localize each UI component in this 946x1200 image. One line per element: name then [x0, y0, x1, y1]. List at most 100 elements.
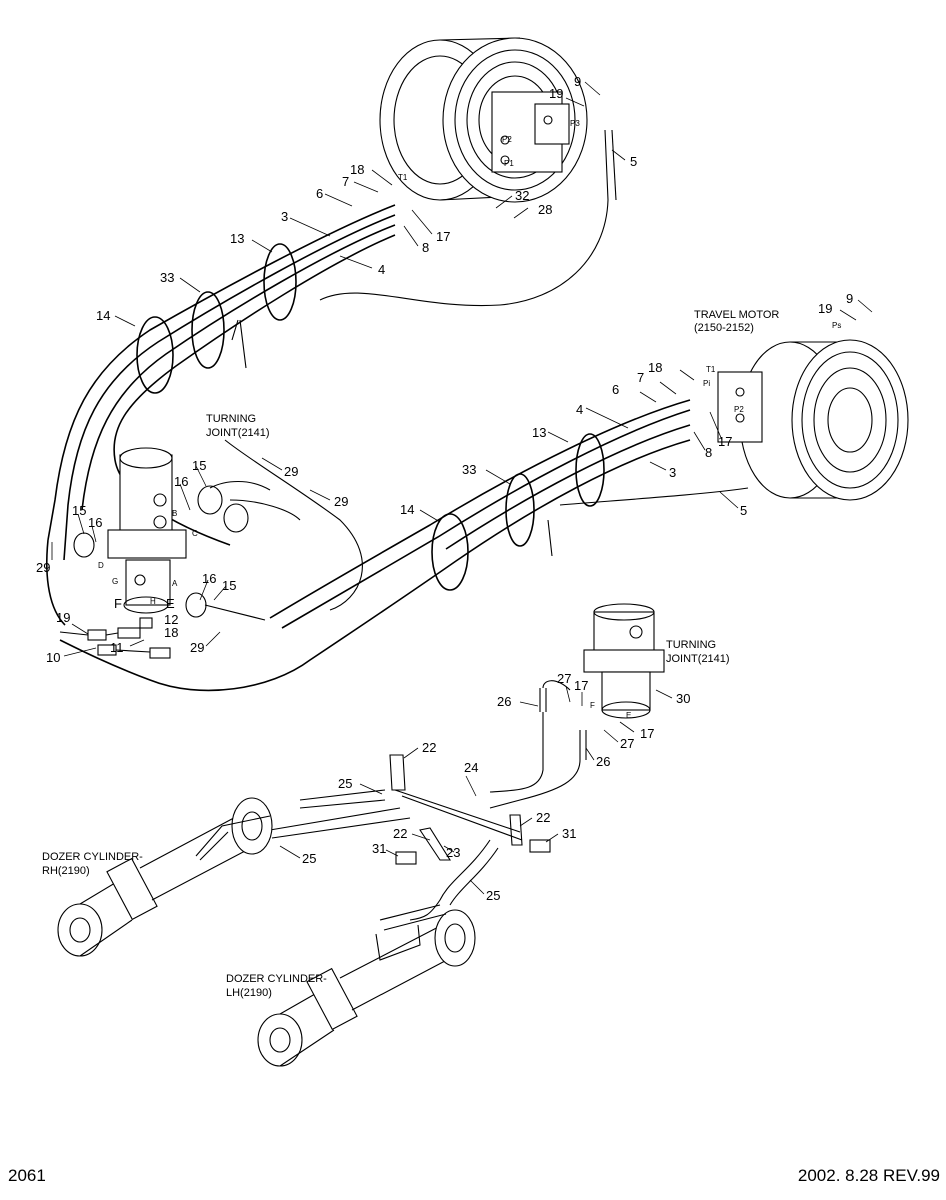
- travel-motor-title-2: (2150-2152): [694, 322, 754, 334]
- callout-27-b: 27: [620, 736, 634, 751]
- callout-29-d: 29: [190, 640, 204, 655]
- callout-29-a: 29: [284, 464, 298, 479]
- turning-joint-left-title-1: TURNING: [206, 413, 256, 425]
- port-e-small: E: [626, 711, 631, 720]
- callout-port-f: F: [114, 596, 122, 611]
- callout-25-c: 25: [486, 888, 500, 903]
- manifold-fittings-left: [59, 617, 171, 659]
- port-p2-top: P2: [502, 135, 512, 144]
- port-p1-top: P1: [504, 159, 514, 168]
- callout-26-a: 26: [497, 694, 511, 709]
- callout-28: 28: [538, 202, 552, 217]
- callout-13-right: 13: [532, 425, 546, 440]
- port-c: C: [192, 529, 198, 538]
- dozer-distribution-pipes: [269, 754, 551, 921]
- callout-13: 13: [230, 231, 244, 246]
- callout-15-c: 15: [222, 578, 236, 593]
- assembly-titles: TRAVEL MOTOR (2150-2152) TURNING JOINT(2…: [42, 309, 779, 999]
- callout-12: 12: [164, 612, 178, 627]
- travel-motor-title-1: TRAVEL MOTOR: [694, 309, 779, 321]
- callout-7: 7: [342, 174, 349, 189]
- port-d: D: [98, 561, 104, 570]
- turning-joint-dozer: [489, 603, 665, 809]
- callout-14-mid: 14: [400, 502, 414, 517]
- callout-17: 17: [436, 229, 450, 244]
- hose-clamps-upper: [136, 243, 297, 394]
- port-pi-right: Pi: [703, 379, 710, 388]
- callout-11: 11: [110, 640, 124, 655]
- callout-29-c: 29: [36, 560, 50, 575]
- page-number: 2061: [8, 1166, 46, 1185]
- callout-9: 9: [574, 74, 581, 89]
- callout-17-right: 17: [718, 434, 732, 449]
- callout-33: 33: [160, 270, 174, 285]
- port-a: A: [172, 579, 178, 588]
- dozer-rh-title-2: RH(2190): [42, 865, 90, 877]
- dozer-cylinder-lh: [257, 904, 476, 1067]
- callout-19-b: 19: [56, 610, 70, 625]
- callout-8-right: 8: [705, 445, 712, 460]
- dozer-lh-title-1: DOZER CYLINDER-: [226, 973, 327, 985]
- callout-6-right: 6: [612, 382, 619, 397]
- dozer-cylinder-rh: [57, 797, 273, 957]
- callout-19-right: 19: [818, 301, 832, 316]
- callout-3: 3: [281, 209, 288, 224]
- hose-bundle-lower: [59, 399, 749, 692]
- callout-32: 32: [515, 188, 529, 203]
- callout-19: 19: [549, 86, 563, 101]
- callout-16-b: 16: [88, 515, 102, 530]
- callout-10: 10: [46, 650, 60, 665]
- port-ps-right: Ps: [832, 321, 841, 330]
- callout-14: 14: [96, 308, 110, 323]
- callout-15-b: 15: [72, 503, 86, 518]
- callout-31-a: 31: [372, 841, 386, 856]
- port-p2-right: P2: [734, 405, 744, 414]
- callout-18-right: 18: [648, 360, 662, 375]
- turning-joint-right-title-2: JOINT(2141): [666, 653, 730, 665]
- callout-5-right: 5: [740, 503, 747, 518]
- callout-17-a: 17: [574, 678, 588, 693]
- callout-22-c: 22: [393, 826, 407, 841]
- callout-6: 6: [316, 186, 323, 201]
- travel-motor-top: [379, 37, 588, 203]
- leader-lines: [51, 81, 873, 895]
- callout-5: 5: [630, 154, 637, 169]
- turning-joint-right-title-1: TURNING: [666, 639, 716, 651]
- callout-17-b: 17: [640, 726, 654, 741]
- callout-port-e: E: [166, 596, 175, 611]
- callout-15-a: 15: [192, 458, 206, 473]
- callout-9-right: 9: [846, 291, 853, 306]
- turning-joint-left: [73, 447, 301, 621]
- callout-26-b: 26: [596, 754, 610, 769]
- callout-16-c: 16: [202, 571, 216, 586]
- callout-25-b: 25: [302, 851, 316, 866]
- callout-30: 30: [676, 691, 690, 706]
- callout-27-a: 27: [557, 671, 571, 686]
- callout-22-a: 22: [422, 740, 436, 755]
- part-callouts: 9 19 5 18 7 6 32 28 3 17 8 13 4 33 14 9 …: [36, 74, 853, 903]
- port-t1-top: T1: [398, 173, 408, 182]
- port-letters: P2 P1 P3 T1 T1 Pi P2 Ps B C D G A H F E: [98, 119, 841, 720]
- travel-motor-right: [717, 339, 909, 501]
- callout-4: 4: [378, 262, 385, 277]
- dozer-lh-title-2: LH(2190): [226, 987, 272, 999]
- callout-33-right: 33: [462, 462, 476, 477]
- port-b: B: [172, 509, 177, 518]
- callout-4-right: 4: [576, 402, 583, 417]
- callout-23: 23: [446, 845, 460, 860]
- callout-29-b: 29: [334, 494, 348, 509]
- dozer-rh-title-1: DOZER CYLINDER-: [42, 851, 143, 863]
- turning-joint-left-title-2: JOINT(2141): [206, 427, 270, 439]
- revision-date: 2002. 8.28 REV.99: [797, 1166, 940, 1185]
- callout-8: 8: [422, 240, 429, 255]
- port-g: G: [112, 577, 118, 586]
- callout-22-b: 22: [536, 810, 550, 825]
- callout-16-a: 16: [174, 474, 188, 489]
- callout-3-right: 3: [669, 465, 676, 480]
- port-h: H: [150, 597, 156, 606]
- callout-18-b: 18: [164, 625, 178, 640]
- port-f-small: F: [590, 701, 595, 710]
- port-p3-top: P3: [570, 119, 580, 128]
- callout-25-a: 25: [338, 776, 352, 791]
